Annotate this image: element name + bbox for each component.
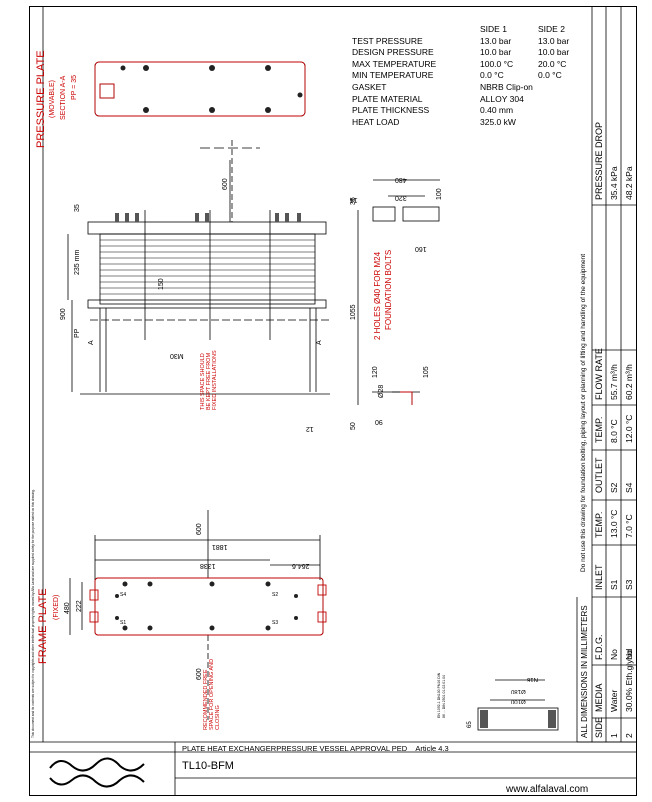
col-flow: FLOW RATE bbox=[594, 348, 604, 400]
dim-pp: PP bbox=[74, 328, 81, 338]
table-row-1-temp-in: 13.0 °C bbox=[609, 509, 619, 538]
drawing-sheet bbox=[29, 6, 637, 796]
col-outlet: OUTLET bbox=[594, 457, 604, 493]
port-s1: S1 bbox=[120, 620, 127, 626]
dim-50: 50 bbox=[350, 422, 357, 430]
col-side: SIDE bbox=[594, 716, 604, 738]
all-dimensions-note: ALL DIMENSIONS IN MILLIMETERS bbox=[580, 605, 589, 738]
alfa-laval-logo bbox=[49, 757, 145, 788]
side2-header: SIDE 2 bbox=[538, 24, 565, 34]
dim-600-bottom: 600 bbox=[196, 668, 203, 680]
table-row-1-pdrop: 35.4 kPa bbox=[609, 166, 619, 200]
dim-600-frame: 600 bbox=[196, 523, 203, 535]
table-row-2-flow: 60.2 m³/h bbox=[624, 364, 634, 400]
table-row-2-temp-in: 7.0 °C bbox=[624, 514, 634, 538]
table-row-2-temp-out: 12.0 °C bbox=[624, 414, 634, 443]
free-space-note: THIS SPACE SHOULD BE KEPT FREE FROM FIXE… bbox=[200, 350, 218, 410]
dim-1338: 1338 bbox=[200, 562, 216, 569]
dim-600: 600 bbox=[222, 178, 229, 190]
dim-12: 12 bbox=[306, 425, 314, 432]
table-row-1-outlet: S2 bbox=[609, 482, 619, 493]
col-fdg: F.D.G. bbox=[594, 634, 604, 660]
col-pressure-drop: PRESSURE DROP bbox=[594, 121, 604, 200]
col-inlet: INLET bbox=[594, 564, 604, 590]
pp-label: PP = 35 bbox=[71, 75, 78, 100]
movable-label: (MOVABLE) bbox=[49, 80, 56, 118]
dim-320: 320 bbox=[395, 194, 407, 201]
dim-900: 900 bbox=[60, 308, 67, 320]
website-url: www.alfalaval.com bbox=[506, 784, 589, 795]
table-row-1-fdg: No bbox=[609, 649, 619, 660]
dim-160: 160 bbox=[415, 245, 427, 252]
dim-a-right: A bbox=[316, 340, 323, 345]
dim-n16: N16 bbox=[527, 676, 539, 682]
table-row-2-inlet: S3 bbox=[624, 579, 634, 590]
col-temp-in: TEMP. bbox=[594, 511, 604, 538]
dim-90: 90 bbox=[375, 418, 383, 425]
frame-plate-label: FRAME PLATE bbox=[37, 588, 49, 664]
table-row-2-pdrop: 48.2 kPa bbox=[624, 166, 634, 200]
port-s4: S4 bbox=[120, 592, 127, 598]
table-row-1-side: 1 bbox=[609, 733, 619, 738]
dim-35: 35 bbox=[74, 204, 81, 212]
pressure-plate-label: PRESSURE PLATE bbox=[35, 50, 47, 148]
dim-100: 100 bbox=[436, 188, 443, 200]
port-s3: S3 bbox=[272, 620, 279, 626]
col-temp-out: TEMP. bbox=[594, 416, 604, 443]
dim-480: 480 bbox=[395, 176, 407, 183]
col-media: MEDIA bbox=[594, 683, 604, 712]
dim-a-left: A bbox=[88, 340, 95, 345]
dim-180: Ø180 bbox=[511, 688, 526, 694]
foundation-note: 2 HOLES Ø40 FOR M24 bbox=[373, 251, 382, 340]
model-name: TL10-BFM bbox=[182, 760, 234, 772]
dim-35-right: 35 bbox=[350, 197, 357, 205]
table-row-2-side: 2 bbox=[624, 733, 634, 738]
dim-65: 65 bbox=[467, 721, 473, 728]
side1-header: SIDE 1 bbox=[480, 24, 507, 34]
flange-note: EN 1092-1 DN100 PN16 DIN 86 ... DIN 2501… bbox=[437, 672, 446, 718]
table-row-1-media: Water bbox=[609, 689, 619, 712]
dim-480-frame: 480 bbox=[64, 602, 71, 614]
dim-105: 105 bbox=[423, 366, 430, 378]
dim-222: 222 bbox=[76, 600, 83, 612]
table-row-1-inlet: S1 bbox=[609, 579, 619, 590]
dim-1881: 1881 bbox=[212, 543, 228, 550]
title-main: PLATE HEAT EXCHANGERPRESSURE VESSEL APPR… bbox=[182, 744, 449, 753]
dim-100-flange: Ø100 bbox=[511, 698, 526, 704]
dim-1055: 1055 bbox=[350, 304, 357, 320]
dim-264: 264.6 bbox=[292, 562, 310, 569]
foundation-note-2: FOUNDATION BOLTS bbox=[384, 249, 393, 330]
section-label: SECTION A-A bbox=[60, 75, 67, 120]
article-text: Article 4.3 bbox=[415, 744, 449, 753]
port-s2: S2 bbox=[272, 592, 279, 598]
dim-28: Ø28 bbox=[378, 384, 385, 398]
recommended-note: RECOMMENDED FREE SPACE FOR OPENING AND C… bbox=[203, 658, 221, 730]
table-row-2-outlet: S4 bbox=[624, 482, 634, 493]
table-row-1-flow: 55.7 m³/h bbox=[609, 364, 619, 400]
title-text: PLATE HEAT EXCHANGER bbox=[182, 744, 277, 753]
dim-m30: M30 bbox=[170, 352, 184, 359]
dim-150: 150 bbox=[158, 278, 165, 290]
warning-note: Do not use this drawing for foundation b… bbox=[580, 254, 587, 572]
dim-120: 120 bbox=[372, 366, 379, 378]
table-row-2-fdg: No bbox=[624, 649, 634, 660]
table-row-1-temp-out: 8.0 °C bbox=[609, 419, 619, 443]
ped-text: PRESSURE VESSEL APPROVAL PED bbox=[276, 744, 408, 753]
fixed-label: (FIXED) bbox=[53, 594, 60, 620]
dim-235: 235 mm bbox=[74, 249, 81, 275]
